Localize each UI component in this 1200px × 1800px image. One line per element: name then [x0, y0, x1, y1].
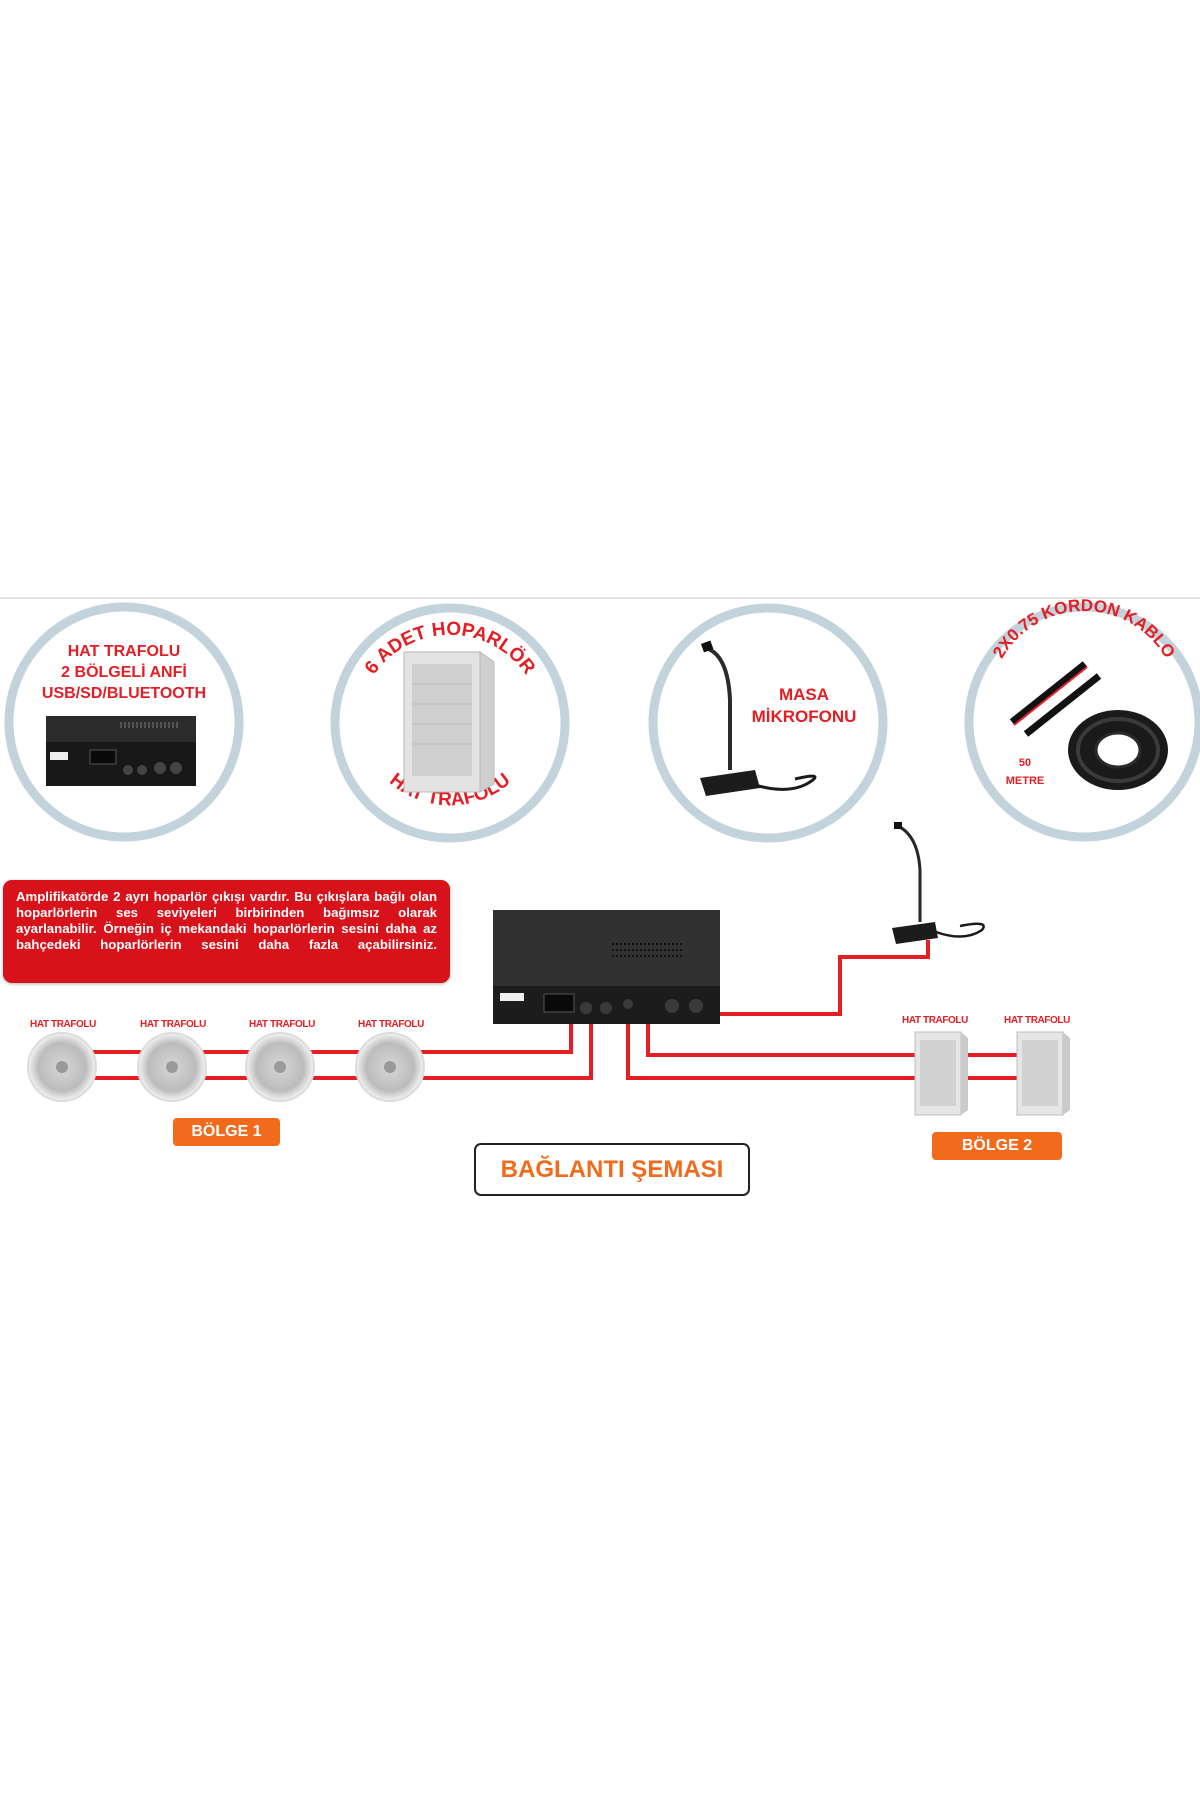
amplifier-unit — [493, 910, 720, 1024]
ceiling-speaker-4 — [355, 1032, 425, 1102]
amplifier-title-line-1: HAT TRAFOLU — [68, 643, 181, 660]
info-text: Amplifikatörde 2 ayrı hoparlör çıkışı va… — [16, 889, 437, 952]
mic-wire — [630, 940, 930, 1016]
cable-length-unit: METRE — [1006, 775, 1045, 787]
ceiling-speaker-1 — [27, 1032, 97, 1102]
zone1-speaker-2-label: HAT TRAFOLU — [140, 1019, 206, 1030]
amplifier-title-line-3: USB/SD/BLUETOOTH — [42, 685, 206, 702]
zone2-label: BÖLGE 2 — [932, 1132, 1062, 1160]
zone2-speaker-1-label: HAT TRAFOLU — [902, 1015, 968, 1026]
desk-microphone-image — [700, 640, 817, 796]
microphone-circle: MASA MİKROFONU — [648, 603, 888, 843]
zone1-speaker-3-label: HAT TRAFOLU — [249, 1019, 315, 1030]
zone1-label: BÖLGE 1 — [173, 1118, 280, 1146]
diagram-title: BAĞLANTI ŞEMASI — [474, 1143, 750, 1196]
speaker-circle: 6 ADET HOPARLÖR HAT TRAFOLU — [330, 603, 570, 843]
amplifier-image-small — [46, 716, 196, 786]
info-box: Amplifikatörde 2 ayrı hoparlör çıkışı va… — [3, 880, 450, 983]
top-divider — [0, 597, 1200, 599]
box-speaker-2 — [1016, 1031, 1070, 1116]
amplifier-circle: HAT TRAFOLU 2 BÖLGELİ ANFİ USB/SD/BLUETO… — [4, 602, 244, 842]
zone1-speaker-4-label: HAT TRAFOLU — [358, 1019, 424, 1030]
zone2-speakers — [914, 1031, 1070, 1116]
zone2-wire-upper — [646, 1022, 927, 1057]
microphone-title-line-1: MASA — [779, 685, 829, 704]
zone2-wire-lower — [626, 1022, 927, 1080]
amplifier-title-line-2: 2 BÖLGELİ ANFİ — [61, 662, 187, 681]
zone1-wire-to-amp-1 — [470, 1022, 573, 1054]
cable-length-value: 50 — [1019, 757, 1031, 769]
desk-microphone-unit — [892, 822, 985, 944]
cable-coil-image — [1009, 661, 1168, 790]
zone1-wire-to-amp-2 — [470, 1022, 593, 1080]
zone2-speaker-2-label: HAT TRAFOLU — [1004, 1015, 1070, 1026]
ceiling-speaker-3 — [245, 1032, 315, 1102]
zone1-speaker-1-label: HAT TRAFOLU — [30, 1019, 96, 1030]
zone1-speakers — [27, 1032, 425, 1102]
box-speaker-image — [403, 651, 495, 793]
microphone-title-line-2: MİKROFONU — [752, 707, 857, 726]
cable-circle: 2X0.75 KORDON KABLO 50 METRE — [964, 596, 1200, 842]
box-speaker-1 — [914, 1031, 968, 1116]
ceiling-speaker-2 — [137, 1032, 207, 1102]
